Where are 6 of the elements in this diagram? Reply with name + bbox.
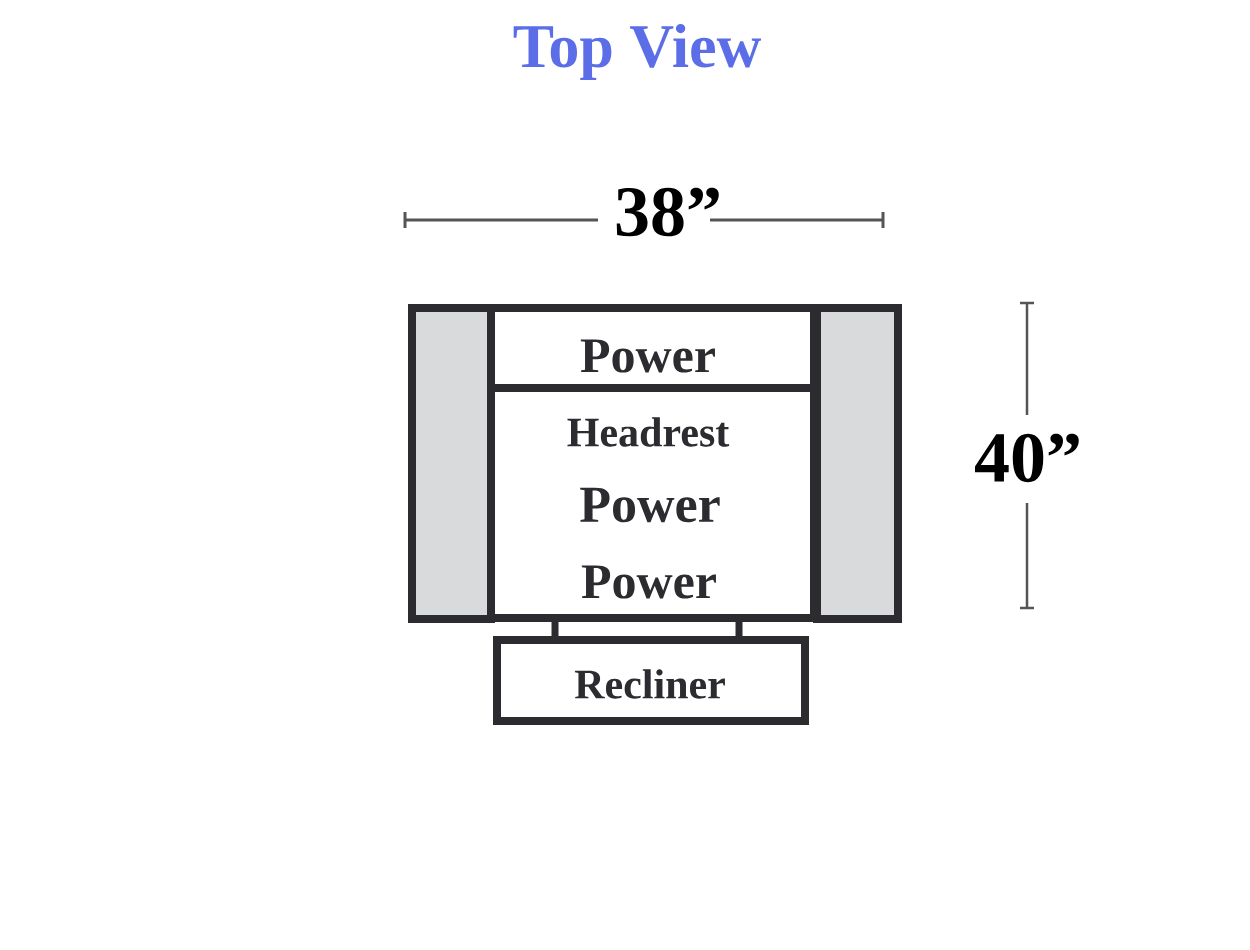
title: Top View	[513, 23, 762, 81]
armrest	[813, 304, 902, 623]
cushion-box: Recliner	[493, 636, 809, 725]
armrest	[408, 304, 495, 623]
dimension-label: 40”	[975, 433, 1079, 483]
dimension-label: 38”	[616, 187, 719, 237]
